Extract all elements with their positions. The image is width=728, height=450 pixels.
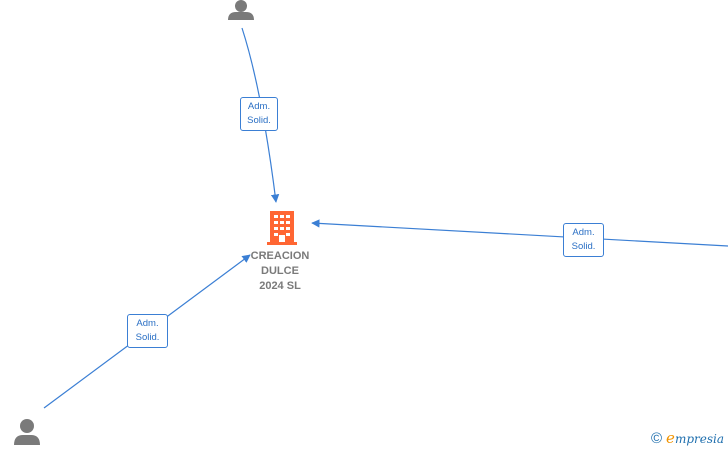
- relation-label-right[interactable]: Adm. Solid.: [563, 223, 604, 257]
- person-icon[interactable]: [228, 0, 254, 20]
- person-icon[interactable]: [14, 419, 40, 445]
- building-icon[interactable]: [267, 211, 297, 245]
- relation-label-line1: Adm.: [136, 318, 159, 329]
- watermark: © empresia: [651, 429, 724, 447]
- relation-label-line1: Adm.: [247, 101, 271, 112]
- relation-label-line2: Solid.: [571, 241, 596, 252]
- brand-logo-rest: mpresia: [674, 432, 724, 446]
- edge-right-person-to-company: [311, 219, 728, 247]
- brand-logo: empresia: [666, 429, 724, 447]
- copyright-icon: ©: [650, 429, 663, 447]
- relation-label-line2: Solid.: [247, 115, 271, 126]
- brand-logo-initial: e: [666, 429, 675, 447]
- relation-label-top[interactable]: Adm. Solid.: [240, 97, 278, 131]
- relation-label-line2: Solid.: [135, 332, 160, 343]
- relation-label-line1: Adm.: [572, 227, 595, 238]
- company-name[interactable]: CREACION DULCE 2024 SL: [250, 250, 310, 292]
- relation-label-bottom[interactable]: Adm. Solid.: [127, 314, 168, 348]
